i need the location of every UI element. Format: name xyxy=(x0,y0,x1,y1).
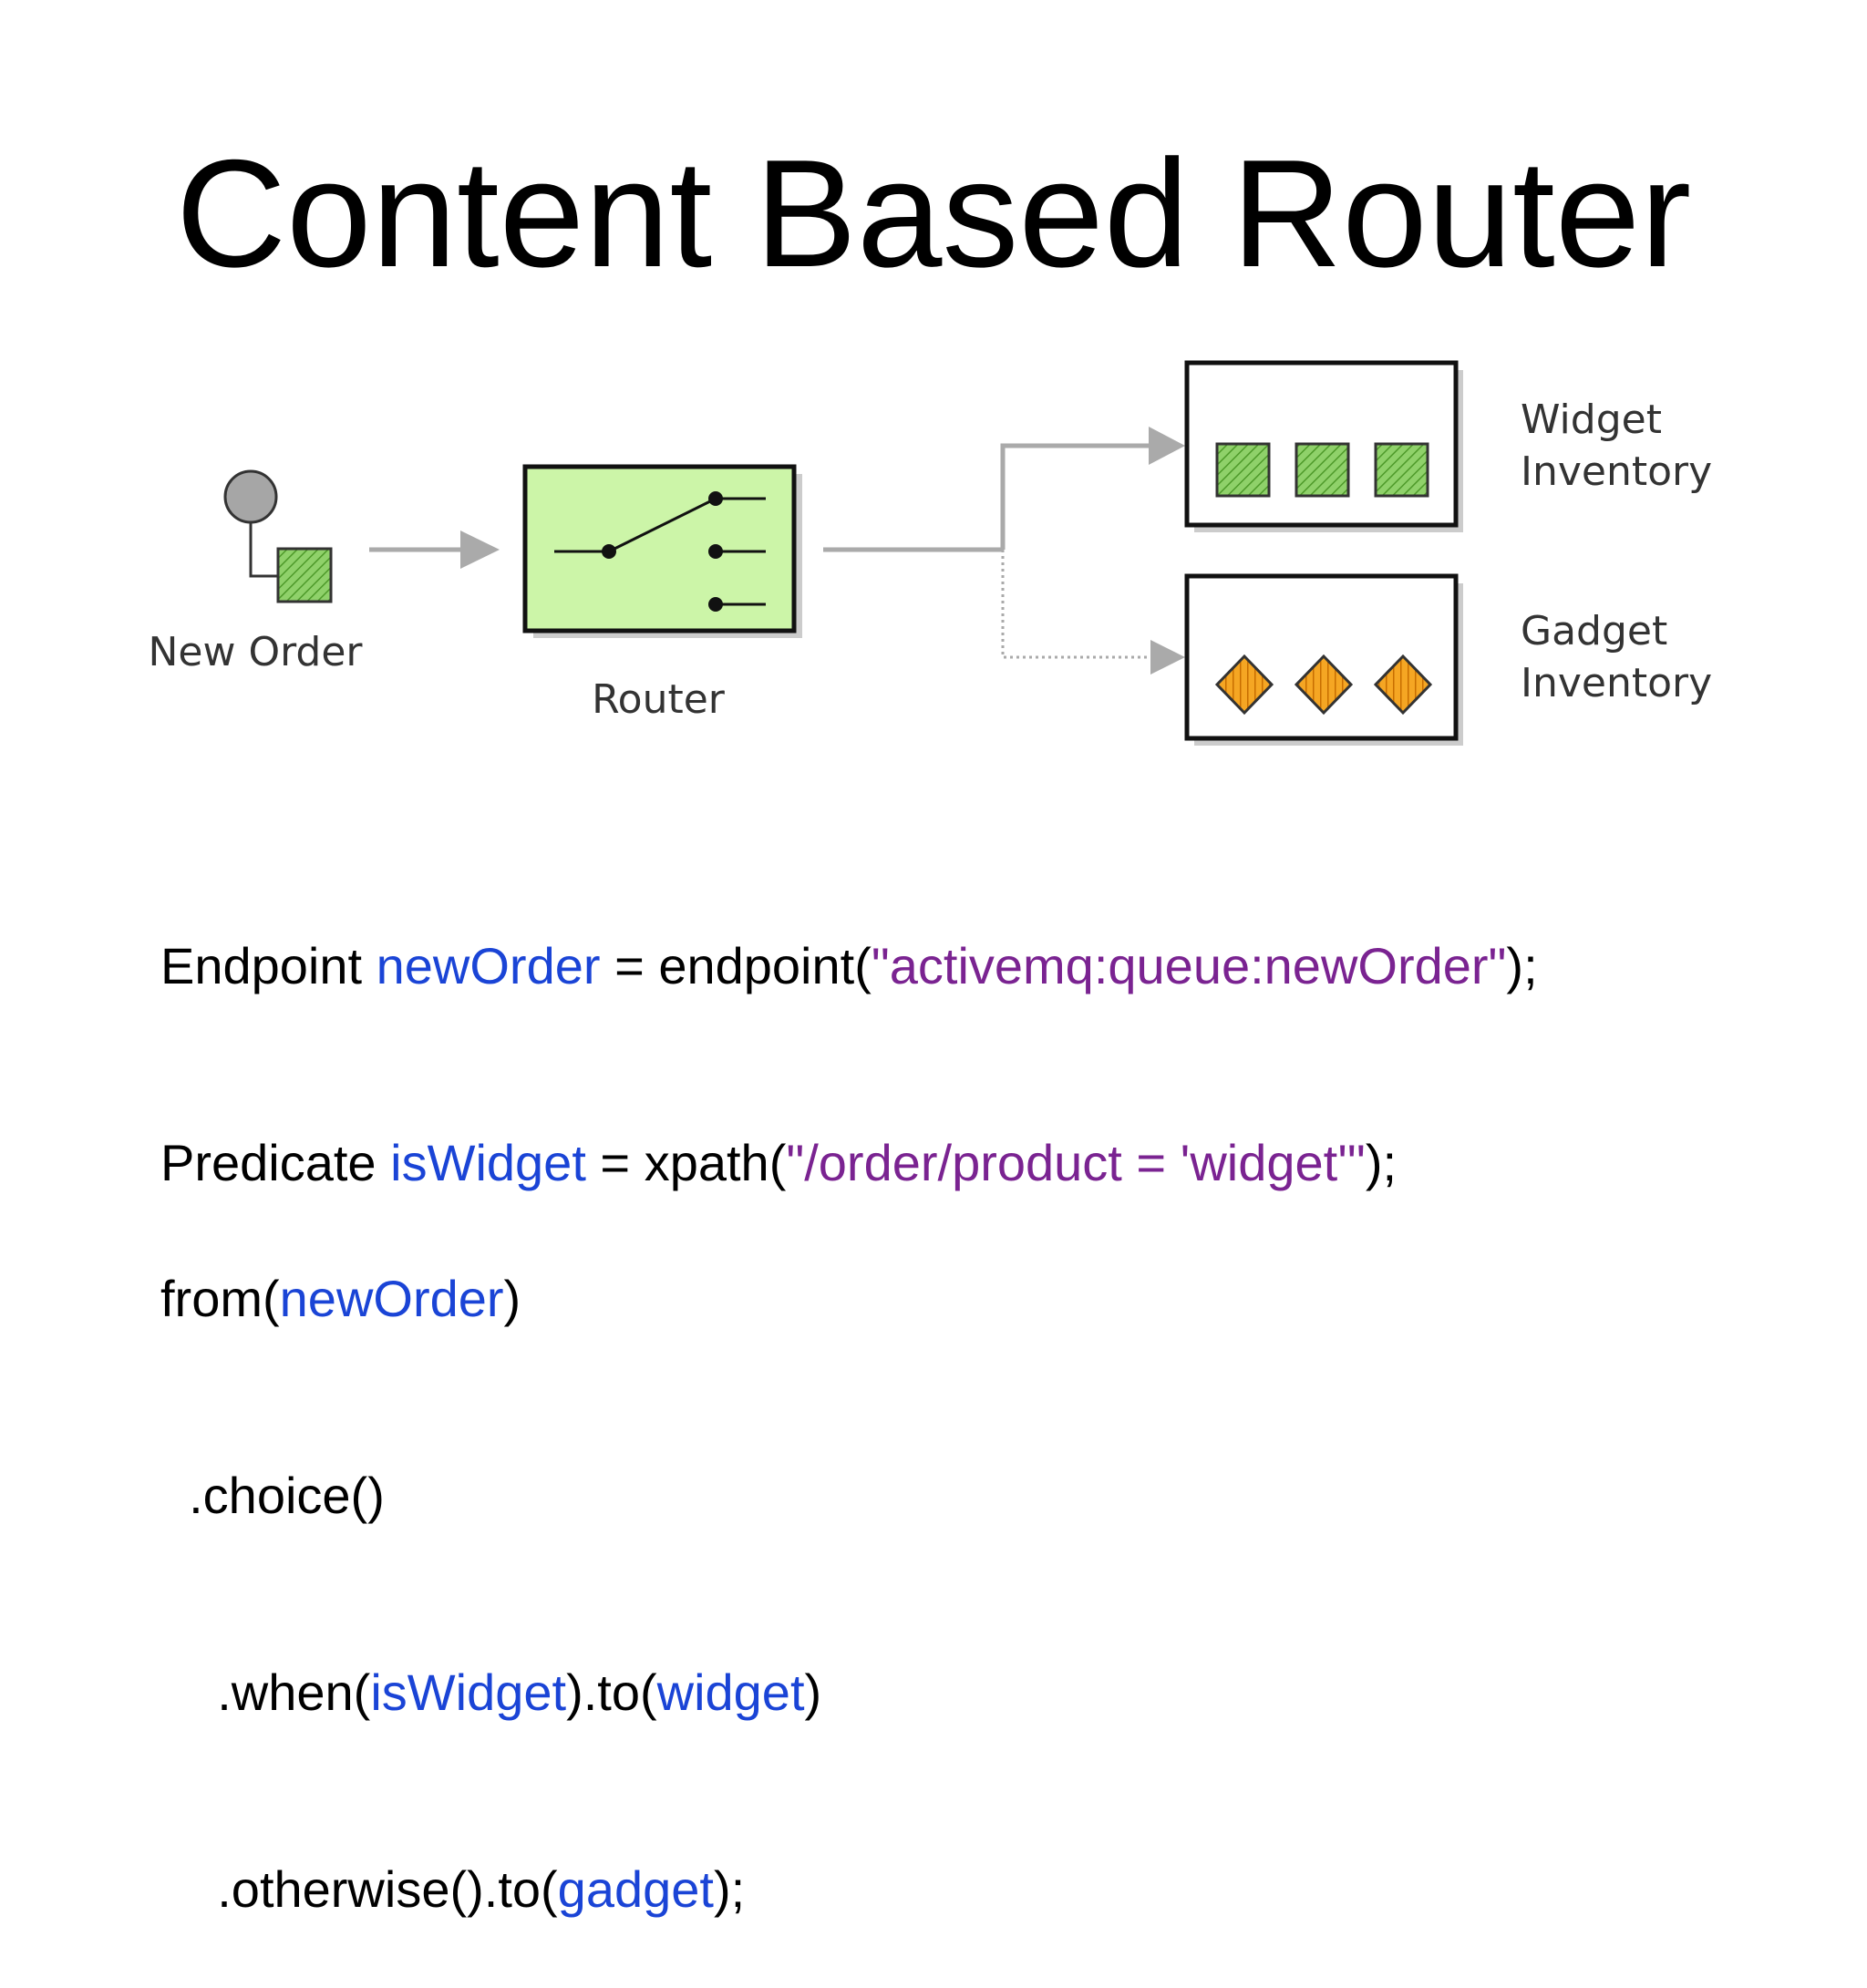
widget-message-icon xyxy=(1374,442,1429,498)
widget-label-line1: Widget xyxy=(1521,397,1662,443)
code-identifier: newOrder xyxy=(376,937,601,994)
content-based-router-diagram: New Order Router Widget Inventory xyxy=(149,360,1712,746)
widget-message-icon xyxy=(1295,442,1350,498)
code-line: from(newOrder) xyxy=(160,1266,821,1332)
code-line: .choice() xyxy=(160,1463,821,1529)
widget-label-line2: Inventory xyxy=(1521,448,1712,495)
gadget-message-icon xyxy=(1373,654,1433,716)
connector-line xyxy=(249,522,278,578)
code-identifier: widget xyxy=(656,1664,805,1721)
new-order-label: New Order xyxy=(149,629,364,675)
code-token: from( xyxy=(160,1270,280,1327)
message-icon xyxy=(276,547,333,603)
gadget-message-icon xyxy=(1294,654,1354,716)
code-token: ); xyxy=(1365,1134,1398,1191)
channel-circle-icon xyxy=(223,469,278,524)
code-token: ) xyxy=(503,1270,521,1327)
arrowhead-icon xyxy=(460,530,500,569)
router-box: Router xyxy=(522,464,802,723)
code-identifier: isWidget xyxy=(390,1134,586,1191)
slide-title: Content Based Router xyxy=(175,128,1692,299)
new-order-endpoint: New Order xyxy=(149,469,364,675)
gadget-message-icon xyxy=(1214,654,1274,716)
arrow-to-router xyxy=(369,530,500,569)
code-token: Predicate xyxy=(160,1134,391,1191)
code-identifier: isWidget xyxy=(370,1664,567,1721)
code-block-definitions: Endpoint newOrder = endpoint("activemq:q… xyxy=(160,802,1538,1262)
code-string: "/order/product = 'widget'" xyxy=(786,1134,1366,1191)
code-token: ); xyxy=(1506,937,1538,994)
code-string: "activemq:queue:newOrder" xyxy=(871,937,1507,994)
router-label: Router xyxy=(592,676,726,723)
code-token: .choice() xyxy=(160,1467,385,1524)
code-line: .when(isWidget).to(widget) xyxy=(160,1660,821,1725)
code-token: ) xyxy=(804,1664,822,1721)
route-arrows xyxy=(823,427,1185,675)
code-token: ).to( xyxy=(566,1664,657,1721)
gadget-label-line2: Inventory xyxy=(1521,660,1712,706)
gadget-inventory-box: Gadget Inventory xyxy=(1184,573,1712,746)
code-identifier: newOrder xyxy=(279,1270,504,1327)
code-token: Endpoint xyxy=(160,937,376,994)
gadget-label-line1: Gadget xyxy=(1521,608,1667,654)
code-line: Predicate isWidget = xpath("/order/produ… xyxy=(160,1130,1538,1196)
code-identifier: gadget xyxy=(557,1860,714,1918)
code-token: .when( xyxy=(160,1664,371,1721)
code-block-route: from(newOrder) .choice() .when(isWidget)… xyxy=(160,1135,821,1988)
code-line: .otherwise().to(gadget); xyxy=(160,1857,821,1922)
gadget-route-line xyxy=(1001,550,1150,659)
widget-inventory-box: Widget Inventory xyxy=(1184,360,1712,532)
code-token: = endpoint( xyxy=(600,937,872,994)
code-token: = xpath( xyxy=(585,1134,787,1191)
code-token: ); xyxy=(713,1860,746,1918)
code-token: .otherwise().to( xyxy=(160,1860,558,1918)
widget-message-icon xyxy=(1215,442,1271,498)
widget-arrowhead-icon xyxy=(1149,427,1185,465)
gadget-arrowhead-icon xyxy=(1150,640,1185,675)
widget-route-line xyxy=(1000,443,1150,550)
code-line: Endpoint newOrder = endpoint("activemq:q… xyxy=(160,933,1538,999)
